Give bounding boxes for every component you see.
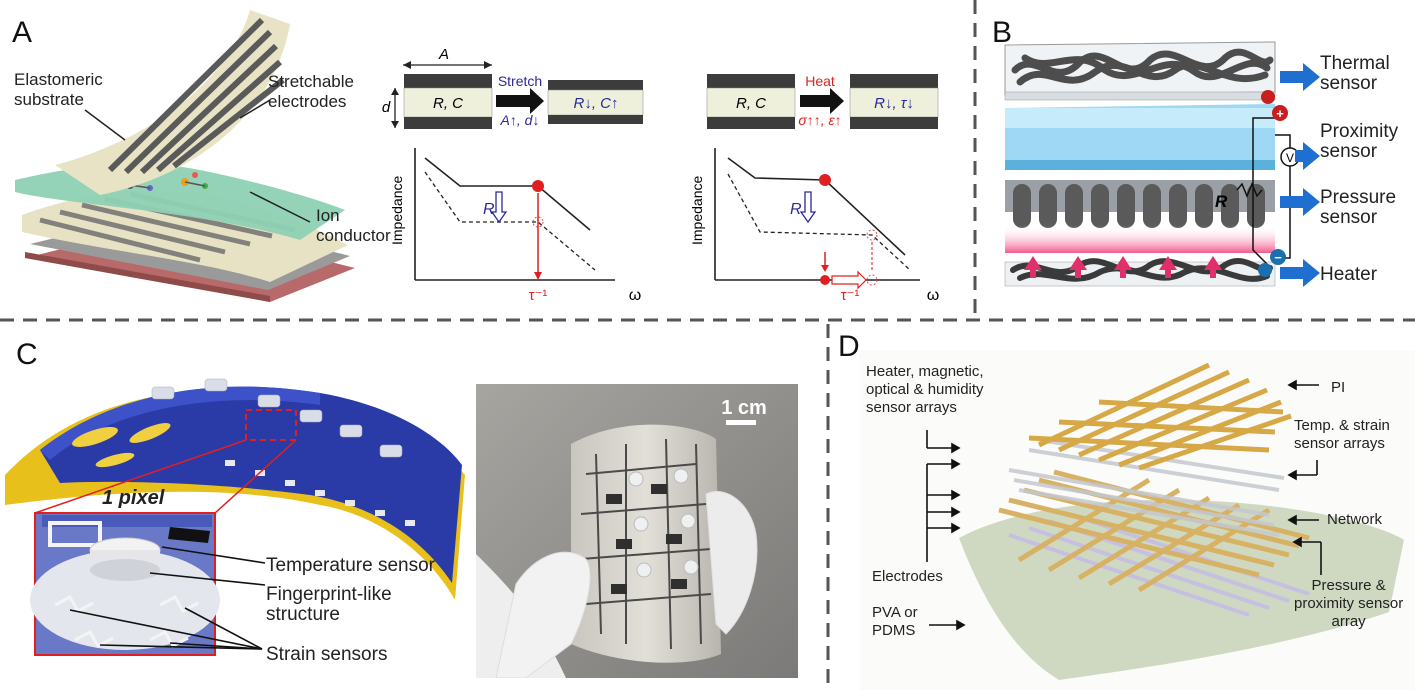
layered-sensor-network-illustration [859, 350, 1415, 690]
tau-label-stretch: τ⁻¹ [529, 287, 548, 304]
multimodal-sensor-stack-illustration: R + − V [1004, 41, 1320, 287]
tau-label-heat: τ⁻¹ [841, 287, 860, 304]
label-pi: PI [1331, 379, 1346, 396]
impedance-axis-label: Impedance [389, 176, 405, 245]
label-strain-sensors: Strain sensors [266, 644, 388, 665]
r-label-heat: R [790, 201, 802, 218]
box-rc-label: R, C [433, 95, 463, 112]
heat-mechanism-diagram: R, C Heat σ↑↑, ε↑ R↓, τ↓ Impedance ω τ⁻¹… [689, 73, 940, 304]
proximity-arrow-icon [1295, 142, 1320, 170]
label-one-pixel: 1 pixel [102, 487, 165, 509]
panel-label-c: C [16, 338, 38, 371]
flexible-sensor-photo: 1 cm [476, 384, 798, 678]
heat-label: Heat [805, 73, 835, 89]
thermal-arrow-icon [1280, 63, 1320, 91]
label-heater: Heater [1320, 264, 1378, 285]
scale-bar [726, 420, 756, 425]
negative-terminal-icon [1270, 249, 1286, 265]
pressure-arrow-icon [1280, 188, 1320, 216]
heat-omega-axis-label: ω [927, 287, 940, 304]
stretch-arrow-icon [496, 88, 544, 114]
stretch-label: Stretch [498, 73, 542, 89]
heat-arrow-icon [800, 88, 844, 114]
dim-a-label: A [438, 46, 449, 63]
after-stretch-label: R↓, C↑ [574, 95, 619, 112]
panel-label-a: A [12, 16, 33, 49]
svg-text:+: + [1276, 106, 1284, 121]
svg-text:V: V [1286, 151, 1294, 165]
label-network: Network [1327, 511, 1383, 528]
panel-label-d: D [838, 330, 860, 363]
dim-d-label: d [382, 99, 391, 116]
scale-bar-label: 1 cm [721, 397, 767, 419]
positive-terminal-icon [1272, 105, 1288, 121]
heat-sub-label: σ↑↑, ε↑ [798, 112, 841, 128]
label-temperature-sensor: Temperature sensor [266, 555, 435, 576]
heat-down-arrow-icon [799, 191, 817, 224]
panel-label-b: B [992, 16, 1013, 49]
resistor-label: R [1215, 192, 1228, 211]
heat-impedance-axis-label: Impedance [689, 176, 705, 245]
pixel-sensor-array-illustration [5, 378, 465, 656]
omega-axis-label: ω [629, 287, 642, 304]
ionic-sensor-stack-illustration [15, 10, 355, 302]
svg-text:−: − [1274, 250, 1282, 265]
stretch-sub-label: A↑, d↓ [500, 112, 540, 128]
heater-arrow-icon [1280, 259, 1320, 287]
down-arrow-icon [490, 191, 508, 224]
r-label-stretch: R [483, 201, 495, 218]
stretch-mechanism-diagram: A d R, C Stretch A↑, d↓ R↓, C↑ Impedance… [382, 46, 644, 304]
after-heat-label: R↓, τ↓ [874, 95, 914, 112]
label-electrodes: Electrodes [872, 568, 943, 585]
heat-box-rc-label: R, C [736, 95, 766, 112]
